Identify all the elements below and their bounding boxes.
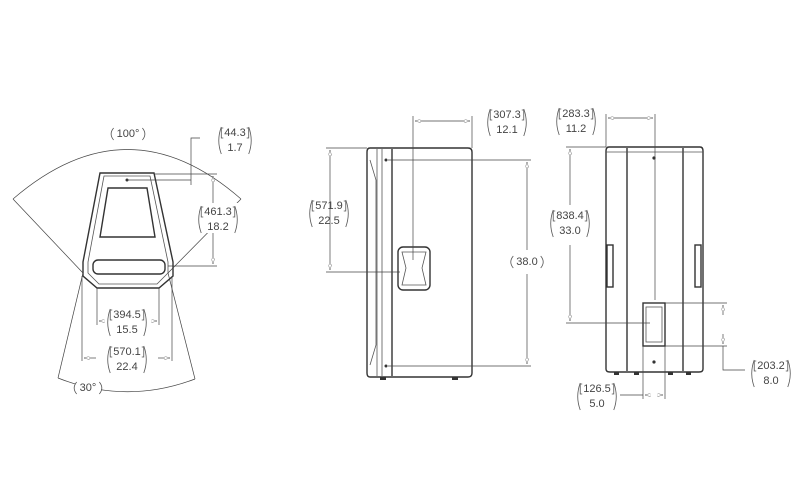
coverage-vertical-arc <box>57 377 196 393</box>
paren-left <box>510 255 514 269</box>
bracket-right <box>141 346 145 358</box>
svg-text:44.3: 44.3 <box>224 127 245 139</box>
svg-text:12.1: 12.1 <box>496 124 517 136</box>
bracket-left <box>200 206 204 218</box>
svg-text:571.9: 571.9 <box>315 200 343 212</box>
paren-left <box>556 107 560 136</box>
dim-front-width: 570.1 22.4 <box>107 345 147 374</box>
dim-top-offset: 44.3 1.7 <box>218 126 252 155</box>
svg-text:203.2: 203.2 <box>757 360 785 372</box>
dim-rear-width: 394.5 15.5 <box>107 308 147 337</box>
bracket-right <box>521 109 525 121</box>
bracket-right <box>141 309 145 321</box>
rear-right-handle <box>694 244 702 288</box>
dim-mount-height: 838.4 33.0 <box>550 207 590 239</box>
bracket-left <box>311 200 315 212</box>
svg-text:570.1: 570.1 <box>113 346 141 358</box>
angle-label-vertical: 30° <box>73 380 103 395</box>
bracket-right <box>246 127 250 139</box>
handle <box>92 259 166 275</box>
svg-text:8.0: 8.0 <box>763 375 778 387</box>
bracket-right <box>232 206 236 218</box>
rear-left-handle <box>606 244 614 288</box>
side-handle <box>397 246 431 291</box>
svg-text:22.4: 22.4 <box>116 361 137 373</box>
paren-left <box>309 199 313 228</box>
svg-text:100°: 100° <box>117 128 140 140</box>
paren-right <box>248 126 252 155</box>
dim-plate-width: 126.5 5.0 <box>577 382 617 411</box>
bracket-left <box>109 309 113 321</box>
svg-text:1.7: 1.7 <box>227 142 242 154</box>
paren-left <box>107 345 111 374</box>
paren-left <box>110 127 114 141</box>
paren-left <box>107 308 111 337</box>
angle-label-horizontal: 100° <box>110 126 146 141</box>
svg-text:38.0: 38.0 <box>516 256 537 268</box>
paren-left <box>487 108 491 137</box>
paren-right <box>586 209 590 238</box>
bracket-left <box>220 127 224 139</box>
paren-left <box>73 381 77 395</box>
paren-right <box>143 308 147 337</box>
grille-window <box>99 187 156 238</box>
paren-left <box>550 209 554 238</box>
svg-text:15.5: 15.5 <box>116 324 137 336</box>
paren-left <box>751 359 755 388</box>
svg-text:394.5: 394.5 <box>113 309 141 321</box>
svg-text:22.5: 22.5 <box>318 215 339 227</box>
dim-plate-height: 203.2 8.0 <box>751 359 791 388</box>
dim-rear-handle-offset: 283.3 11.2 <box>556 107 596 136</box>
dim-handle-height: 571.9 22.5 <box>309 199 349 228</box>
bracket-right <box>611 383 615 395</box>
svg-text:126.5: 126.5 <box>583 383 611 395</box>
bracket-right <box>343 200 347 212</box>
bracket-left <box>579 383 583 395</box>
paren-right <box>540 255 544 269</box>
svg-text:307.3: 307.3 <box>493 109 521 121</box>
svg-text:18.2: 18.2 <box>207 221 228 233</box>
rear-view <box>566 114 745 399</box>
top-view <box>12 137 242 393</box>
bracket-right <box>590 108 594 120</box>
svg-text:5.0: 5.0 <box>589 398 604 410</box>
side-view <box>326 116 531 380</box>
enclosure-side-outline <box>366 147 473 378</box>
paren-right <box>613 382 617 411</box>
paren-right <box>99 381 103 395</box>
bracket-left <box>552 210 556 222</box>
connector-plate <box>642 302 666 347</box>
paren-left <box>198 205 202 234</box>
svg-text:461.3: 461.3 <box>204 206 232 218</box>
dim-depth: 461.3 18.2 <box>198 203 238 234</box>
paren-right <box>143 345 147 374</box>
svg-text:11.2: 11.2 <box>566 123 587 135</box>
paren-left <box>218 126 222 155</box>
bracket-left <box>753 360 757 372</box>
paren-right <box>142 127 146 141</box>
bracket-left <box>489 109 493 121</box>
paren-right <box>592 107 596 136</box>
paren-right <box>523 108 527 137</box>
dim-handle-depth: 307.3 12.1 <box>487 108 527 137</box>
svg-text:30°: 30° <box>80 382 97 394</box>
bracket-right <box>785 360 789 372</box>
svg-text:283.3: 283.3 <box>562 108 590 120</box>
paren-right <box>234 205 238 234</box>
svg-text:33.0: 33.0 <box>559 225 580 237</box>
paren-left <box>577 382 581 411</box>
bracket-right <box>584 210 588 222</box>
paren-right <box>787 359 791 388</box>
enclosure-rear-outline <box>605 146 704 373</box>
paren-right <box>345 199 349 228</box>
dim-height: 38.0 <box>510 253 544 269</box>
bracket-left <box>558 108 562 120</box>
enclosure-top-outline <box>82 172 174 289</box>
svg-text:838.4: 838.4 <box>556 210 584 222</box>
bracket-left <box>109 346 113 358</box>
